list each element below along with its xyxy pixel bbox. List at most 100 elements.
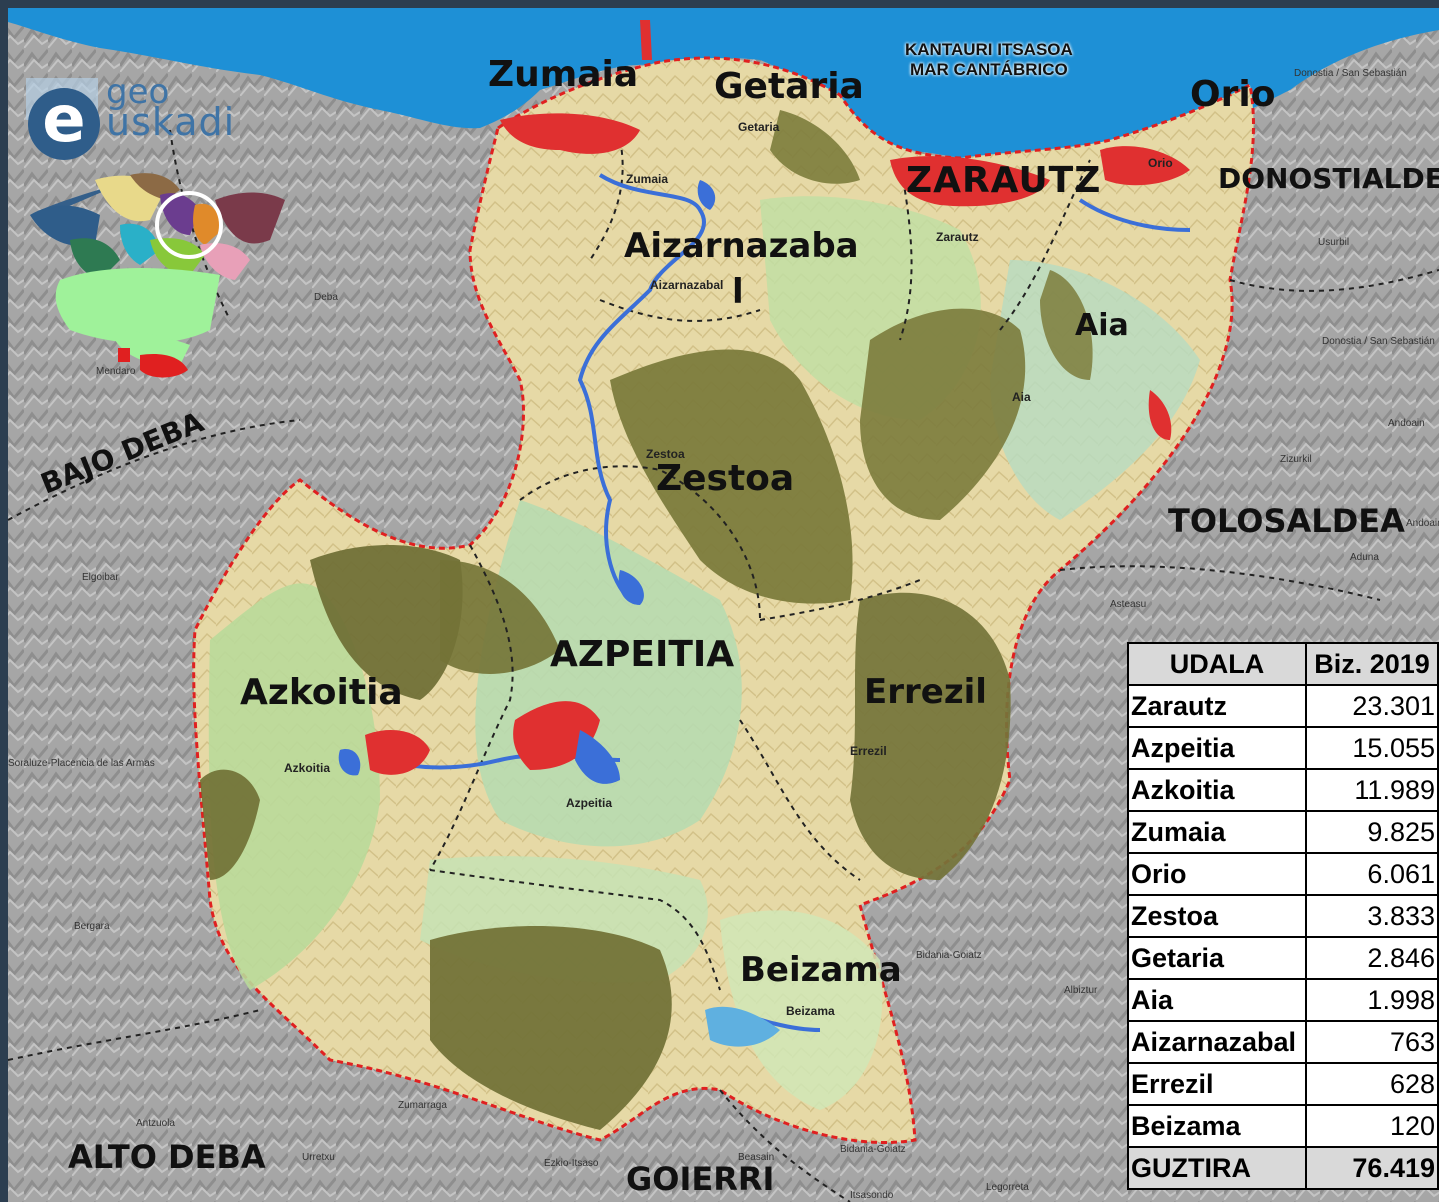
forest-zone xyxy=(430,926,672,1130)
tiny-bergara: Bergara xyxy=(74,921,110,932)
row-value: 628 xyxy=(1305,1062,1439,1106)
row-value: 11.989 xyxy=(1305,768,1439,812)
label-aizarnazabal: Aizarnazaba xyxy=(624,226,859,266)
label-aia: Aia xyxy=(1075,308,1129,343)
tiny-aduna: Aduna xyxy=(1350,552,1379,563)
tiny-albiztur: Albiztur xyxy=(1064,985,1098,996)
town-azkoitia: Azkoitia xyxy=(284,761,331,775)
forest-zone xyxy=(310,545,463,700)
row-name: Zarautz xyxy=(1127,684,1307,728)
row-name: Zestoa xyxy=(1127,894,1307,938)
row-name: Getaria xyxy=(1127,936,1307,980)
sea-label-es: MAR CANTÁBRICO xyxy=(910,60,1068,79)
row-value: 9.825 xyxy=(1305,810,1439,854)
tiny-asteasu: Asteasu xyxy=(1110,599,1147,610)
label-orio: Orio xyxy=(1190,74,1276,115)
row-value: 6.061 xyxy=(1305,852,1439,896)
tiny-usurbil: Usurbil xyxy=(1318,237,1350,248)
label-errezil: Errezil xyxy=(864,672,987,712)
meadow-zone xyxy=(720,910,883,1110)
label-beizama: Beizama xyxy=(740,950,902,990)
tiny-zizurkil: Zizurkil xyxy=(1280,454,1312,465)
row-value: 1.998 xyxy=(1305,978,1439,1022)
label-zumaia: Zumaia xyxy=(488,54,639,95)
tiny-ezkio: Ezkio-Itsaso xyxy=(544,1158,599,1169)
town-zumaia: Zumaia xyxy=(626,172,669,186)
logo-uskadi: uskadi xyxy=(106,100,236,144)
row-name: Errezil xyxy=(1127,1062,1307,1106)
tiny-zumarraga: Zumarraga xyxy=(398,1100,447,1111)
reservoir xyxy=(705,1006,780,1047)
row-value: 23.301 xyxy=(1305,684,1439,728)
label-aizarnazabal-end: l xyxy=(732,272,744,312)
town-beizama: Beizama xyxy=(786,1004,835,1018)
town-zarautz: Zarautz xyxy=(936,230,979,244)
meadow-zone xyxy=(990,260,1200,520)
row-name: Orio xyxy=(1127,852,1307,896)
tiny-deba: Deba xyxy=(314,292,338,303)
row-name: Azpeitia xyxy=(1127,726,1307,770)
town-aia: Aia xyxy=(1012,390,1031,404)
town-getaria: Getaria xyxy=(738,120,780,134)
forest-zone xyxy=(770,110,860,184)
sea-label: KANTAURI ITSASOA MAR CANTÁBRICO xyxy=(905,40,1073,80)
meadow-zone xyxy=(208,583,380,990)
label-zestoa: Zestoa xyxy=(656,458,795,499)
basque-country-locator-map xyxy=(30,173,285,378)
town-errezil: Errezil xyxy=(850,744,887,758)
sea xyxy=(8,8,1439,159)
table-header-row: UDALA Biz. 2019 xyxy=(1127,642,1439,686)
row-name: Aizarnazabal xyxy=(1127,1020,1307,1064)
town-aizarnazabal: Aizarnazabal xyxy=(650,278,724,292)
row-name: Beizama xyxy=(1127,1104,1307,1148)
forest-zone xyxy=(850,592,1011,880)
label-getaria: Getaria xyxy=(714,66,864,107)
town-orio: Orio xyxy=(1148,156,1173,170)
tiny-urretxu: Urretxu xyxy=(302,1152,335,1163)
label-donostialdea: DONOSTIALDEA xyxy=(1218,162,1439,195)
forest-zone xyxy=(1040,270,1093,380)
tiny-itsasondo: Itsasondo xyxy=(850,1190,894,1201)
row-value: 3.833 xyxy=(1305,894,1439,938)
region-boundaries xyxy=(7,129,1439,1202)
logo-geo: geo xyxy=(106,72,170,112)
label-azkoitia: Azkoitia xyxy=(240,672,403,713)
forest-zone xyxy=(440,560,560,674)
urban-areas xyxy=(338,20,1190,784)
forest-zone xyxy=(610,349,853,604)
tiny-donostia-2: Donostia / San Sebastián xyxy=(1322,336,1435,347)
geoeuskadi-logo: e geo uskadi xyxy=(26,72,268,168)
tiny-beasain: Beasain xyxy=(738,1152,775,1163)
label-tolosaldea: TOLOSALDEA xyxy=(1168,502,1405,540)
row-name: Zumaia xyxy=(1127,810,1307,854)
town-zestoa: Zestoa xyxy=(646,447,685,461)
tiny-donostia-1: Donostia / San Sebastián xyxy=(1294,68,1407,79)
tiny-antzuola: Antzuola xyxy=(136,1118,175,1129)
tiny-andoain-2: Andoain xyxy=(1406,518,1439,529)
label-goierri: GOIERRI xyxy=(626,1160,775,1198)
label-azpeitia: AZPEITIA xyxy=(550,634,735,675)
circle-highlight-icon xyxy=(155,191,223,259)
tiny-placencia: Soraluze-Placencia de las Armas xyxy=(8,758,155,769)
row-value: 2.846 xyxy=(1305,936,1439,980)
sea-label-eu: KANTAURI ITSASOA xyxy=(905,40,1073,59)
total-label: GUZTIRA xyxy=(1127,1146,1307,1190)
tiny-bidania-1: Bidania-Goiatz xyxy=(916,950,982,961)
row-value: 120 xyxy=(1305,1104,1439,1148)
tiny-legorreta: Legorreta xyxy=(986,1182,1029,1193)
tiny-mendaro: Mendaro xyxy=(96,366,136,377)
